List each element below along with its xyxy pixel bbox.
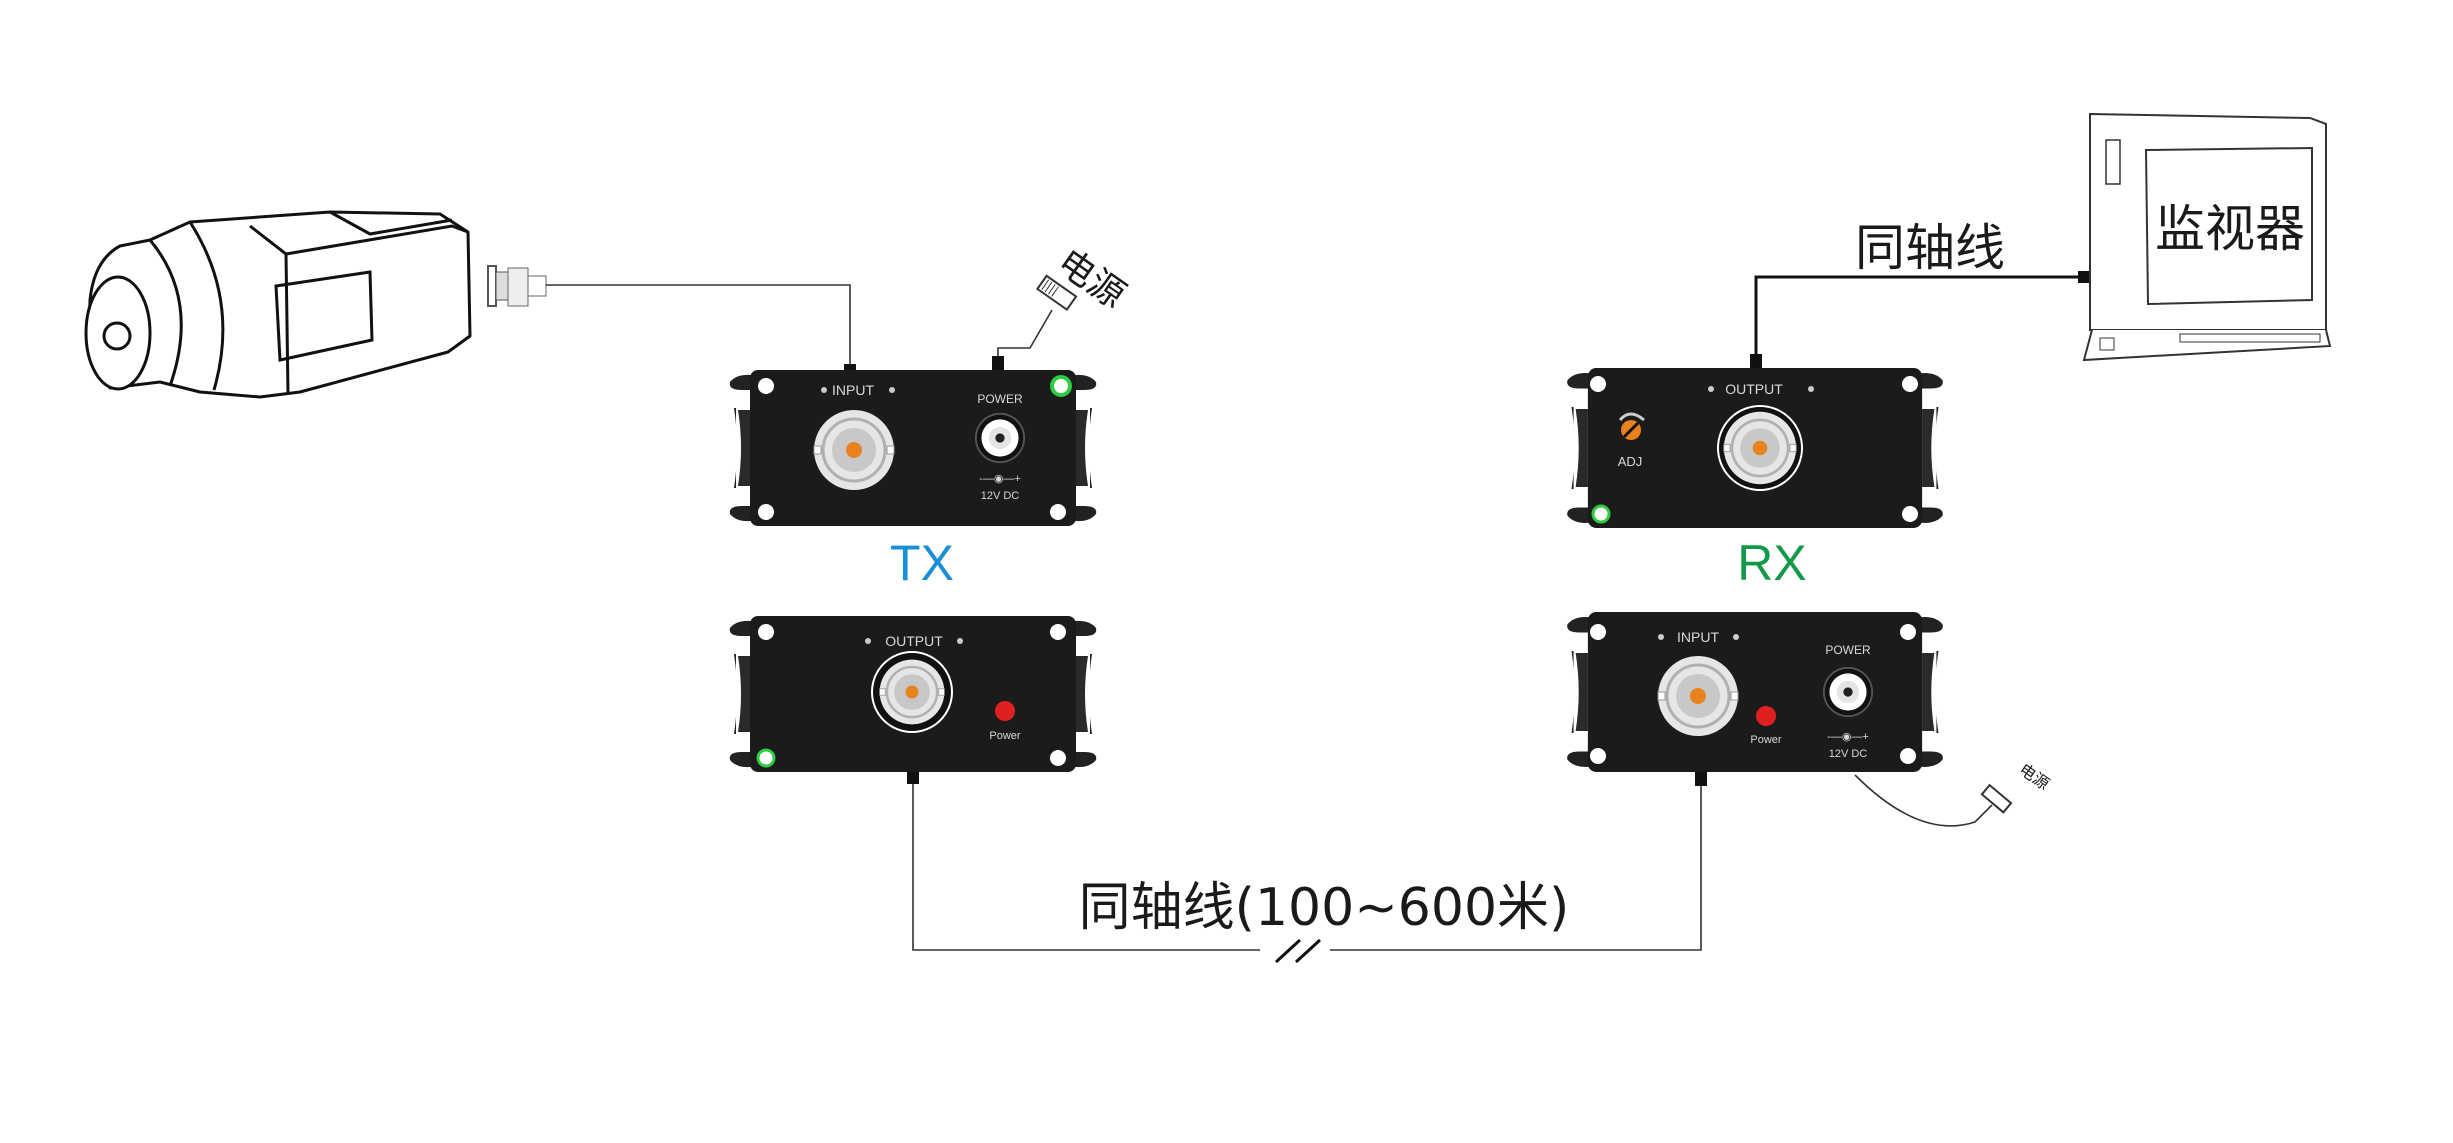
cable-break-mark: [1274, 938, 1322, 964]
rx-status-led: [1591, 504, 1611, 524]
rx-output-bnc-connector[interactable]: [1722, 410, 1798, 486]
tx-power-label: POWER: [977, 392, 1023, 406]
tx-title: TX: [890, 535, 954, 591]
rx-dc-power-jack[interactable]: [1822, 666, 1874, 718]
tx-dc-label: 12V DC: [981, 490, 1020, 502]
link-cable-label: 同轴线(100~600米): [1079, 878, 1570, 938]
camera-to-tx-cable: [546, 284, 851, 366]
monitor-icon: 监视器: [2082, 112, 2332, 362]
tx-back-panel: OUTPUT Power: [729, 616, 1097, 772]
power-adapter-icon: [1035, 274, 1078, 311]
adj-screw-knob[interactable]: [1618, 412, 1645, 440]
rx-dc-polarity-symbol: -—◉—+: [1827, 731, 1869, 743]
tx-status-led: [1050, 375, 1072, 397]
tx-dc-power-jack[interactable]: [974, 412, 1026, 464]
tx-input-label: INPUT: [832, 382, 874, 398]
bnc-plug-icon: [487, 265, 547, 307]
rx-power-label: POWER: [1825, 643, 1871, 657]
tx-dc-polarity-symbol: -—◉—+: [979, 473, 1021, 485]
rx-adj-label: ADJ: [1618, 454, 1643, 469]
rx-input-bnc-connector[interactable]: [1656, 654, 1740, 738]
monitor-cable-label: 同轴线: [1855, 219, 2005, 277]
rx-input-label: INPUT: [1677, 629, 1719, 645]
monitor-label: 监视器: [2155, 200, 2305, 258]
rx-power-source-label: 电源: [2016, 760, 2053, 794]
tx-output-bnc-connector[interactable]: [878, 658, 946, 726]
tx-input-bnc-connector[interactable]: [812, 408, 896, 492]
rx-power-led: [1756, 706, 1776, 726]
power-adapter-icon: [1980, 783, 2013, 814]
rx-back-panel: INPUT Power POWER -—◉—+ 12V DC: [1567, 612, 1943, 772]
rx-title: RX: [1737, 535, 1806, 591]
rx-front-panel: OUTPUT ADJ: [1567, 368, 1943, 528]
tx-power-led-label: Power: [989, 730, 1021, 742]
rx-power-led-label: Power: [1750, 734, 1782, 746]
monitor-coax-cable: [1754, 275, 2083, 356]
rx-output-label: OUTPUT: [1725, 381, 1783, 397]
tx-output-label: OUTPUT: [885, 633, 943, 649]
tx-front-panel: INPUT POWER -—◉—+ 12V DC: [729, 370, 1097, 526]
rx-dc-label: 12V DC: [1829, 748, 1868, 760]
coax-link-cable: [912, 784, 1702, 951]
cctv-camera-icon: [84, 210, 472, 399]
tx-power-led: [995, 701, 1015, 721]
